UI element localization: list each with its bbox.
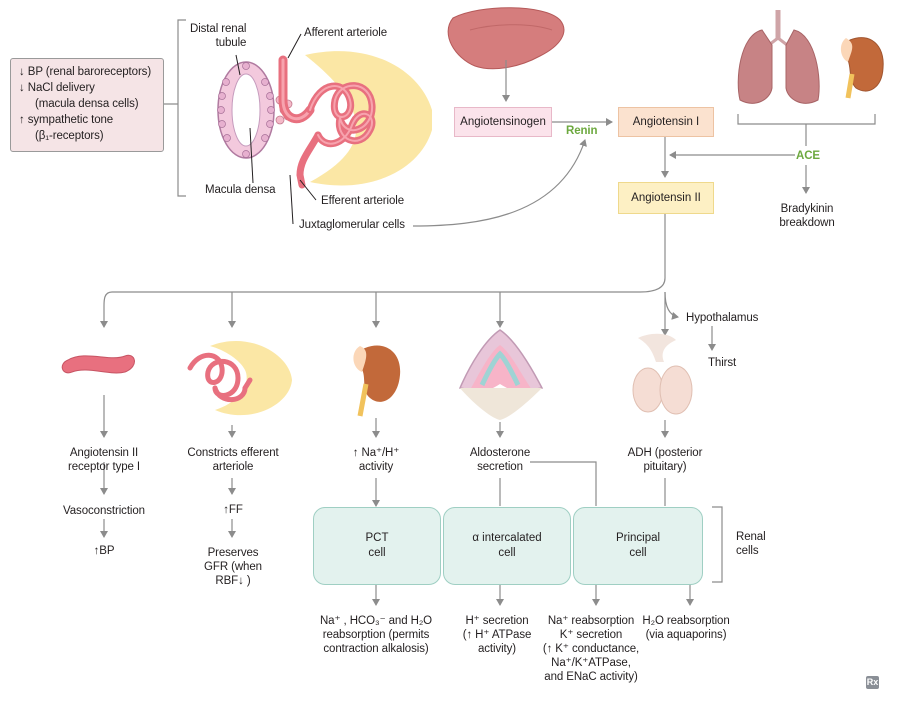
cell-output-arrows bbox=[372, 583, 694, 606]
glomerulus-icon bbox=[187, 340, 292, 416]
alpha-intercalated-cell-label: α intercalated cell bbox=[472, 532, 542, 559]
trigger-sympathetic: ↑ sympathetic tone bbox=[19, 114, 114, 126]
trigger-bracket bbox=[163, 19, 186, 197]
lungs-illustration bbox=[737, 10, 820, 104]
angiotensinogen-box: Angiotensinogen bbox=[454, 107, 552, 137]
pct-cell: PCT cell bbox=[313, 507, 441, 585]
cascade-arrows bbox=[412, 60, 669, 227]
alpha-intercalated-cell: α intercalated cell bbox=[443, 507, 571, 585]
constricts-efferent-label: Constricts efferent arteriole bbox=[187, 447, 279, 473]
thirst-label: Thirst bbox=[708, 357, 737, 369]
illustration-leaders bbox=[235, 33, 317, 225]
pct-cell-label: PCT cell bbox=[365, 532, 389, 559]
pituitary-icon bbox=[632, 333, 693, 415]
bradykinin-breakdown-label: Bradykinin breakdown bbox=[779, 203, 835, 229]
ff-increase-label: ↑FF bbox=[223, 504, 243, 516]
angiotensin-ii-box: Angiotensin II bbox=[618, 182, 714, 214]
renal-cells-label: Renal cells bbox=[736, 531, 766, 557]
renal-cells-bracket bbox=[712, 506, 723, 583]
principal-cell-label: Principal cell bbox=[615, 532, 661, 559]
na-h-activity-label: ↑ Na⁺/H⁺ activity bbox=[352, 447, 400, 473]
trigger-low-bp: ↓ BP (renal baroreceptors) bbox=[19, 66, 152, 78]
liver-illustration bbox=[447, 7, 565, 70]
angiotensin-i-box: Angiotensin I bbox=[618, 107, 714, 137]
principal-cell: Principal cell bbox=[573, 507, 703, 585]
effect-arrows bbox=[100, 395, 669, 538]
rx-logo: Rx bbox=[866, 676, 879, 689]
pct-outcome: Na⁺ , HCO₃⁻ and H₂O reabsorption (permit… bbox=[319, 615, 433, 655]
adrenal-gland-icon bbox=[458, 329, 544, 420]
juxtaglomerular-apparatus-illustration bbox=[217, 51, 432, 189]
at1-receptor-label: Angiotensin II receptor type I bbox=[67, 447, 141, 473]
trigger-beta1: (β₁-receptors) bbox=[35, 130, 104, 142]
trigger-low-nacl: ↓ NaCl delivery bbox=[19, 82, 95, 94]
angiotensin-ii-branches bbox=[100, 214, 716, 351]
ace-label: ACE bbox=[796, 150, 820, 162]
aldosterone-secretion-label: Aldosterone secretion bbox=[469, 447, 531, 473]
hypothalamus-label: Hypothalamus bbox=[686, 312, 759, 324]
alpha-outcome: H⁺ secretion (↑ H⁺ ATPase activity) bbox=[462, 615, 532, 655]
blood-vessel-icon bbox=[61, 354, 135, 374]
water-outcome: H₂O reabsorption (via aquaporins) bbox=[642, 615, 730, 641]
kidney-icon bbox=[353, 345, 401, 417]
renin-label: Renin bbox=[566, 125, 598, 137]
label-macula-densa: Macula densa bbox=[205, 184, 276, 196]
trigger-conditions-box: ↓ BP (renal baroreceptors) ↓ NaCl delive… bbox=[10, 58, 164, 152]
kidney-illustration-top bbox=[840, 37, 884, 99]
label-juxtaglomerular-cells: Juxtaglomerular cells bbox=[299, 219, 405, 231]
trigger-macula-densa: (macula densa cells) bbox=[35, 98, 139, 110]
vasoconstriction-label: Vasoconstriction bbox=[63, 505, 145, 517]
label-afferent-arteriole: Afferent arteriole bbox=[304, 27, 388, 39]
preserves-gfr-label: Preserves GFR (when RBF↓ ) bbox=[204, 547, 262, 587]
label-efferent-arteriole: Efferent arteriole bbox=[321, 195, 405, 207]
principal-outcome: Na⁺ reabsorption K⁺ secretion (↑ K⁺ cond… bbox=[542, 615, 640, 683]
ace-bracket bbox=[669, 114, 876, 194]
adh-label: ADH (posterior pituitary) bbox=[627, 447, 703, 473]
label-distal-renal-tubule: Distal renal tubule bbox=[190, 23, 247, 49]
bp-increase-label: ↑BP bbox=[93, 545, 115, 557]
